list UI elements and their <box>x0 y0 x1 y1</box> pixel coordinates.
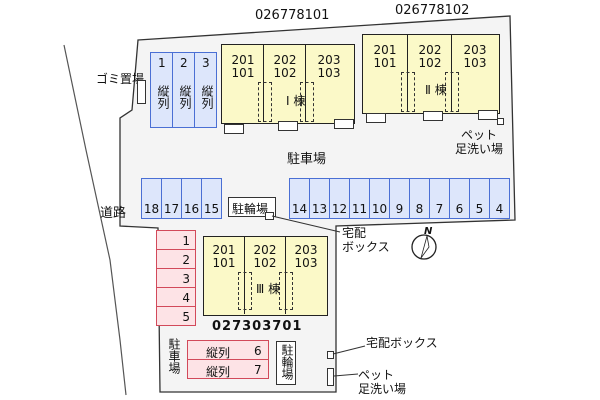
parking-10: 10 <box>369 178 390 219</box>
pet-wash-top-label: ペット足洗い場 <box>455 128 504 156</box>
building-1 <box>221 44 355 124</box>
garbage-box <box>137 80 146 104</box>
parking-vertical-1: 1 縦列 <box>150 52 173 128</box>
parking-16: 16 <box>181 178 202 219</box>
stair-b1-1 <box>258 82 272 122</box>
building-2 <box>362 34 500 114</box>
pet-wash-bottom-label: ペット足洗い場 <box>358 368 407 396</box>
building-3 <box>203 236 328 316</box>
parking-17: 17 <box>161 178 182 219</box>
parcel-number-north-left: 026778101 <box>255 8 330 23</box>
stair-b3-2 <box>279 272 293 310</box>
compass-north-label: N <box>424 226 433 237</box>
parking-4: 4 <box>489 178 510 219</box>
parcel-number-south: 027303701 <box>212 319 303 334</box>
parking-south-label: 駐車場 <box>167 338 181 374</box>
parking-18: 18 <box>141 178 162 219</box>
step-b1-2 <box>278 121 298 131</box>
parking-13: 13 <box>309 178 330 219</box>
building-3-label: Ⅲ 棟 <box>256 282 281 296</box>
delivery-box-bottom-marker <box>327 351 334 359</box>
step-b2-1 <box>366 113 386 123</box>
step-b1-3 <box>334 119 354 129</box>
road-label: 道路 <box>100 206 127 221</box>
step-b2-2 <box>423 111 443 121</box>
parking-7: 縦列 7 <box>187 359 269 379</box>
bicycle-parking-top: 駐輪場 <box>228 197 276 217</box>
delivery-box-top-label: 宅配ボックス <box>342 226 390 254</box>
parking-6: 縦列 6 <box>187 340 269 360</box>
parking-red-5: 5 <box>156 306 196 326</box>
parcel-number-north-right: 026778102 <box>395 3 470 18</box>
step-b2-3 <box>478 110 498 120</box>
bicycle-parking-south: 駐輪場 <box>276 341 296 385</box>
stair-b1-2 <box>300 82 314 122</box>
pet-wash-bottom-marker <box>327 368 334 386</box>
compass-icon <box>411 234 437 260</box>
step-b1-1 <box>224 124 244 134</box>
parking-vertical-3: 3 縦列 <box>194 52 217 128</box>
stair-b2-1 <box>401 72 415 112</box>
parking-main-label: 駐車場 <box>287 152 327 167</box>
delivery-box-bottom-label: 宅配ボックス <box>366 336 438 350</box>
parking-vertical-2: 2 縦列 <box>172 52 195 128</box>
stair-b3-1 <box>238 272 252 310</box>
parking-15: 15 <box>201 178 222 219</box>
pet-wash-top-marker <box>497 118 504 125</box>
building-2-label: Ⅱ 棟 <box>425 83 447 97</box>
stair-b2-2 <box>445 72 459 112</box>
building-1-label: Ⅰ 棟 <box>286 94 306 108</box>
